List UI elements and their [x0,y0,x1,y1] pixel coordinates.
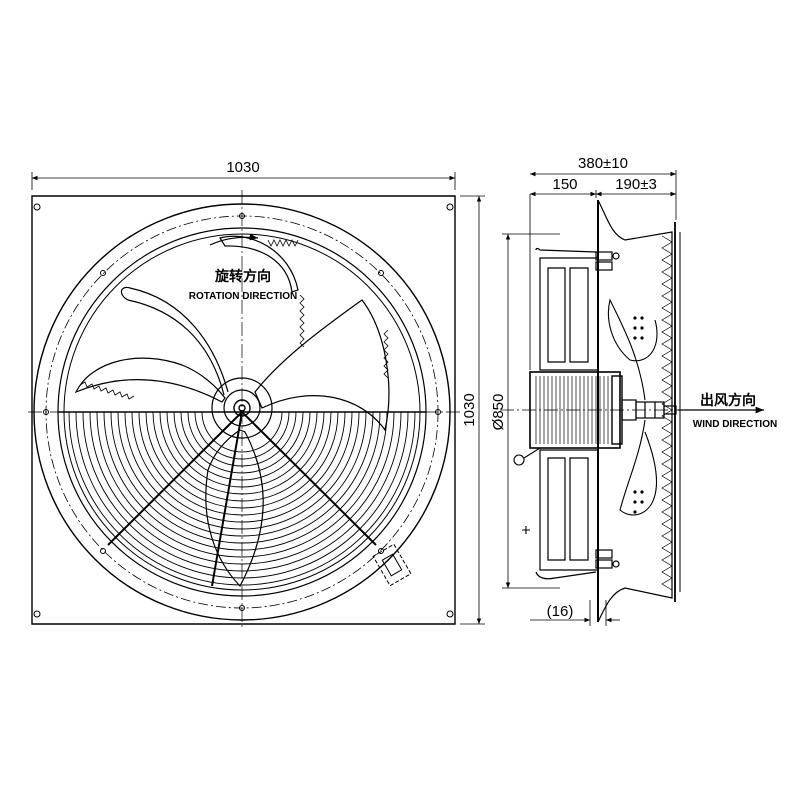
rotation-label-en: ROTATION DIRECTION [189,291,298,302]
rotation-label-cn: 旋转方向 [214,268,271,285]
height-dimension-label: 1030 [461,393,478,426]
side-view [500,199,690,623]
guard-wire-ends [661,235,673,591]
guard-wire [117,412,367,537]
side-dimensions [502,170,764,626]
guard-depth-label: 190±3 [615,176,657,193]
side-blade-upper [607,298,658,401]
flange-thickness-label: (16) [547,603,574,620]
diameter-label: Ø850 [490,394,507,431]
wind-label-cn: 出风方向 [700,392,756,409]
motor-depth-label: 150 [552,176,577,193]
junction-box [372,543,412,587]
front-dimensions [31,172,485,625]
guard-wire [96,412,388,558]
motor-brackets [535,247,599,580]
bracket-bolts [595,251,620,569]
width-dimension-label: 1030 [226,159,259,176]
guard-wire [68,412,416,586]
guard-wire [180,412,304,474]
wind-label-en: WIND DIRECTION [693,419,777,430]
corner-holes [33,203,454,618]
venturi-flange [597,199,673,623]
blade-serrations [79,239,389,400]
rotation-arrow [209,233,259,246]
guard-spokes [107,411,377,587]
cable-gland [513,447,541,534]
blade-rivets [633,316,644,514]
overall-depth-label: 380±10 [578,155,628,172]
guard-wire [201,412,283,453]
front-view [28,190,460,630]
side-blade-lower [619,419,658,516]
mounting-plate [31,195,456,625]
fan-blades [74,235,390,588]
